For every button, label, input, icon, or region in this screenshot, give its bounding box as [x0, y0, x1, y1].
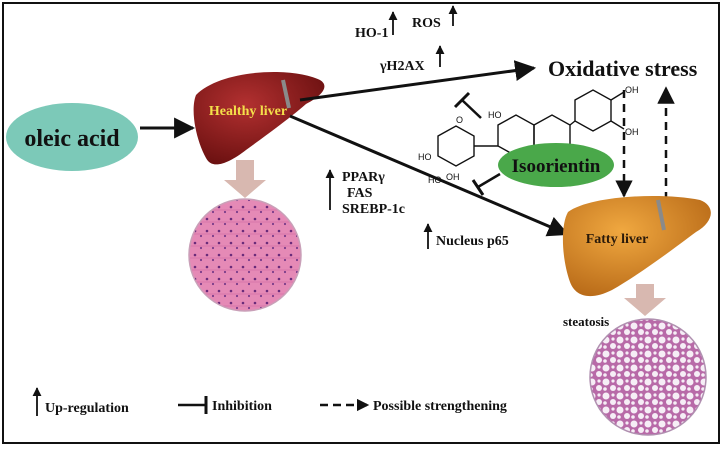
isoorientin-label: Isoorientin [512, 156, 601, 177]
arrow-liver-to-fatty-liver [289, 114, 569, 237]
svg-text:OH: OH [446, 172, 460, 182]
marker-ros: ROS [412, 16, 441, 31]
healthy-tissue-image [188, 198, 302, 312]
legend: Up-regulation Inhibition Possible streng… [32, 387, 507, 416]
legend-inhibition-label: Inhibition [212, 399, 272, 414]
steatosis-label: steatosis [563, 314, 609, 329]
inhibition-fatty-liver [471, 172, 501, 196]
svg-text:O: O [456, 115, 463, 125]
svg-text:HO: HO [488, 110, 502, 120]
oleic-acid-node [6, 103, 138, 171]
fatty-liver-label: Fatty liver [586, 232, 649, 247]
arrow-liver-to-oxidative-stress [299, 60, 537, 102]
marker-gh2ax: γH2AX [379, 59, 425, 74]
oleic-acid-label: oleic acid [24, 126, 120, 152]
isoorientin-node [498, 143, 614, 187]
healthy-liver-label: Healthy liver [209, 104, 287, 119]
svg-text:OH: OH [625, 85, 639, 95]
healthy-down-arrow [224, 160, 266, 198]
marker-srebp: SREBP-1c [342, 202, 405, 217]
marker-p65: Nucleus p65 [436, 234, 509, 249]
svg-text:HO: HO [428, 175, 442, 185]
marker-ppar: PPARγ [342, 170, 385, 185]
svg-text:HO: HO [418, 152, 432, 162]
fatty-down-arrow [624, 284, 666, 316]
legend-upregulation-label: Up-regulation [45, 401, 129, 416]
legend-strengthening-label: Possible strengthening [373, 399, 507, 414]
inhibition-oxidative [453, 91, 482, 119]
fatty-liver-icon [562, 196, 711, 297]
marker-fas: FAS [347, 186, 373, 201]
oxidative-stress-label: Oxidative stress [548, 56, 698, 81]
steatosis-tissue-image [589, 318, 707, 436]
marker-ho1: HO-1 [355, 26, 388, 41]
svg-text:OH: OH [625, 127, 639, 137]
healthy-liver-icon [193, 72, 325, 165]
